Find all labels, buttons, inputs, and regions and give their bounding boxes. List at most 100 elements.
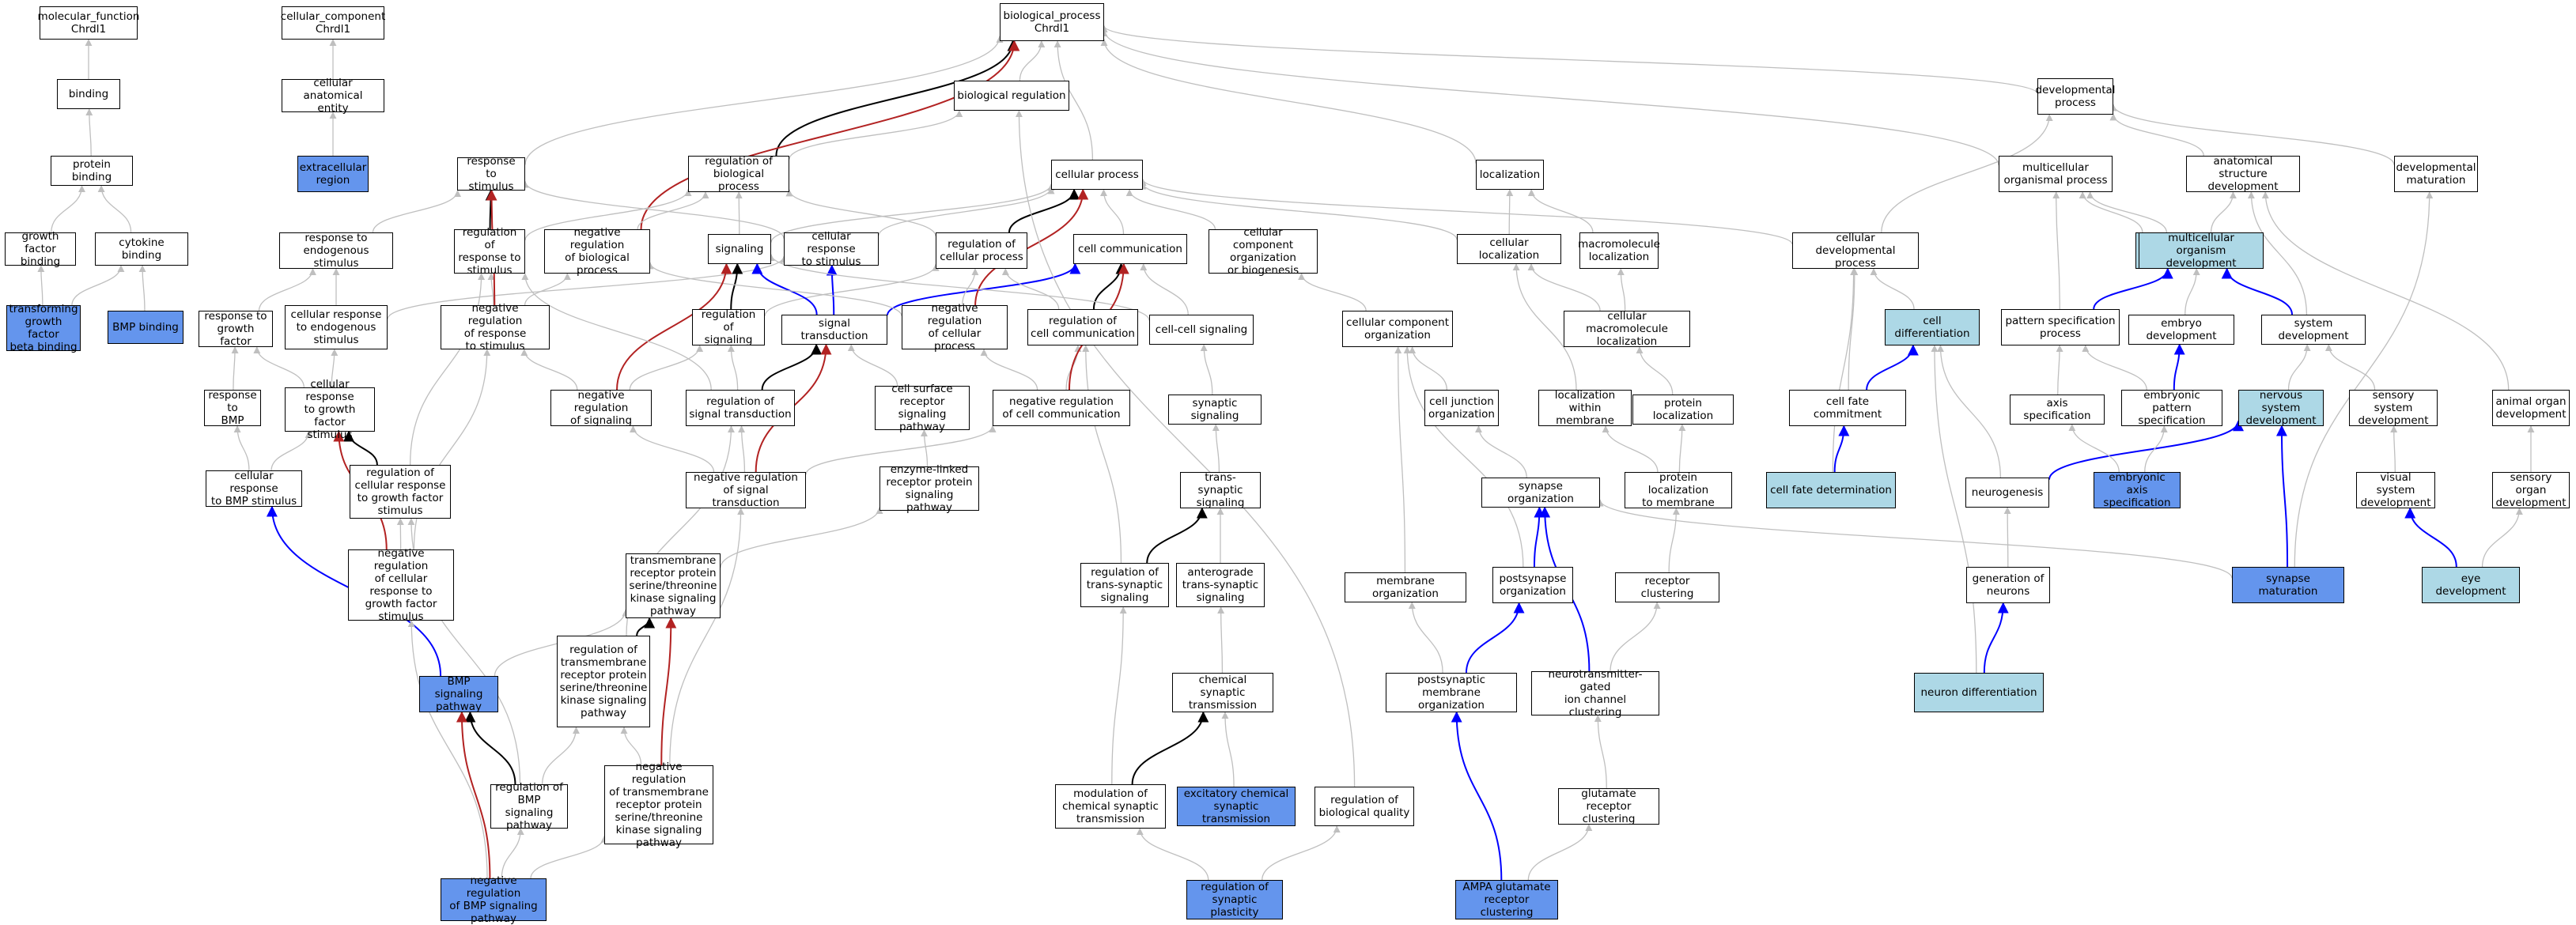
go-term-node: animal organ development (2492, 390, 2570, 426)
go-term-node: regulation of transmembrane receptor pro… (557, 636, 650, 727)
go-term-node: protein localization to membrane (1625, 472, 1732, 508)
go-term-node: synaptic signaling (1168, 395, 1262, 425)
go-term-node: glutamate receptor clustering (1558, 788, 1659, 825)
go-term-node: modulation of chemical synaptic transmis… (1055, 784, 1166, 829)
go-term-node: cell fate determination (1766, 472, 1896, 508)
go-term-node: membrane organization (1345, 572, 1466, 602)
go-term-node: protein binding (51, 156, 133, 186)
go-term-node: regulation of biological quality (1314, 787, 1414, 826)
go-term-node: cellular response to growth factor stimu… (285, 387, 375, 432)
go-term-node: cell communication (1073, 234, 1187, 264)
go-term-node: regulation of signaling (692, 309, 765, 345)
go-term-node: cellular component organization (1342, 311, 1453, 347)
go-term-node: binding (57, 79, 120, 109)
go-term-node: regulation of synaptic plasticity (1186, 880, 1283, 919)
go-term-node: cellular process (1051, 160, 1143, 190)
go-term-node: localization (1476, 160, 1544, 190)
go-term-node: developmental process (2037, 78, 2113, 115)
go-term-node: cellular component organization or bioge… (1209, 229, 1318, 274)
go-term-node: negative regulation of cellular process (902, 305, 1008, 349)
go-term-node: AMPA glutamate receptor clustering (1455, 880, 1558, 919)
go-term-node: embryo development (2128, 315, 2234, 345)
go-term-node: chemical synaptic transmission (1172, 673, 1273, 712)
go-term-node: macromolecule localization (1579, 232, 1659, 269)
go-term-node: regulation of BMP signaling pathway (490, 784, 568, 829)
go-term-node: growth factor binding (5, 232, 76, 266)
go-term-node: biological regulation (954, 81, 1069, 111)
go-term-node: developmental maturation (2394, 156, 2478, 192)
go-term-node: excitatory chemical synaptic transmissio… (1177, 787, 1296, 826)
go-term-node: localization within membrane (1538, 390, 1632, 426)
go-term-node: transmembrane receptor protein serine/th… (626, 553, 721, 618)
go-term-node: embryonic pattern specification (2121, 390, 2222, 426)
go-term-node: multicellular organismal process (1999, 156, 2113, 192)
go-term-node: BMP signaling pathway (419, 676, 498, 712)
go-term-node: neurotransmitter-gated ion channel clust… (1531, 671, 1659, 715)
go-term-node: response to stimulus (457, 157, 525, 191)
go-term-node: negative regulation of cell communicatio… (993, 390, 1130, 426)
go-term-node: cellular macromolecule localization (1564, 311, 1690, 347)
go-term-node: cell differentiation (1885, 309, 1980, 345)
go-term-node: cellular response to BMP stimulus (206, 470, 302, 507)
go-term-node: embryonic axis specification (2094, 472, 2181, 508)
go-term-node: negative regulation of signaling (550, 390, 652, 426)
go-term-node: transforming growth factor beta binding (6, 305, 81, 351)
go-term-node: negative regulation of signal transducti… (686, 472, 806, 508)
go-term-node: sensory organ development (2492, 472, 2570, 508)
go-term-node: molecular_function Chrdl1 (40, 6, 138, 40)
go-term-node: regulation of cellular response to growt… (350, 465, 451, 519)
go-term-node: cell surface receptor signaling pathway (875, 386, 970, 430)
go-term-node: cellular developmental process (1792, 232, 1919, 269)
go-term-node: enzyme-linked receptor protein signaling… (879, 466, 979, 511)
go-term-node: negative regulation of cellular response… (348, 549, 454, 621)
go-term-node: regulation of biological process (688, 156, 789, 192)
go-term-node: negative regulation of response to stimu… (441, 305, 550, 349)
go-term-node: regulation of trans-synaptic signaling (1080, 563, 1169, 607)
go-term-node: nervous system development (2238, 390, 2324, 426)
go-term-node: generation of neurons (1966, 567, 2050, 603)
go-term-node: negative regulation of biological proces… (544, 229, 650, 274)
go-term-node: regulation of signal transduction (686, 390, 795, 426)
go-term-node: sensory system development (2349, 390, 2438, 426)
go-term-node: signal transduction (781, 315, 887, 345)
go-term-node: system development (2261, 315, 2366, 345)
go-term-node: cellular localization (1457, 234, 1561, 264)
go-term-node: anatomical structure development (2186, 156, 2300, 192)
go-term-node: cellular response to stimulus (784, 232, 879, 266)
go-term-node: protein localization (1632, 395, 1734, 425)
go-term-node: response to BMP (204, 390, 261, 426)
go-term-node: synapse maturation (2232, 567, 2344, 603)
go-term-node: cellular_component Chrdl1 (282, 6, 384, 40)
go-term-node: biological_process Chrdl1 (1000, 3, 1104, 41)
go-term-node: trans-synaptic signaling (1180, 472, 1261, 508)
go-term-node: cytokine binding (95, 232, 188, 266)
go-term-node: cell junction organization (1424, 390, 1499, 426)
go-term-node: regulation of response to stimulus (454, 229, 525, 274)
go-term-node: cell fate commitment (1789, 390, 1906, 426)
go-term-node: postsynapse organization (1492, 567, 1573, 603)
go-term-node: negative regulation of BMP signaling pat… (441, 878, 547, 921)
go-term-node: postsynaptic membrane organization (1386, 673, 1517, 712)
go-term-node: neuron differentiation (1914, 673, 2044, 712)
go-term-node: receptor clustering (1615, 572, 1719, 602)
go-term-node: extracellular region (297, 156, 369, 192)
go-term-node: response to growth factor (199, 311, 273, 347)
go-term-node: BMP binding (108, 311, 183, 344)
go-term-node: cell-cell signaling (1149, 315, 1254, 345)
go-term-node: pattern specification process (2001, 309, 2120, 345)
go-term-node: eye development (2422, 567, 2520, 603)
go-term-node: anterograde trans-synaptic signaling (1176, 563, 1265, 607)
go-term-node: regulation of cell communication (1027, 309, 1138, 345)
go-term-node: axis specification (2010, 395, 2105, 425)
go-term-node: negative regulation of transmembrane rec… (604, 765, 713, 844)
go-term-node: response to endogenous stimulus (279, 232, 393, 269)
go-term-node: cellular anatomical entity (282, 79, 384, 112)
go-term-node: multicellular organism development (2139, 232, 2264, 269)
go-term-node: regulation of cellular process (936, 232, 1027, 269)
go-term-node: synapse organization (1481, 478, 1600, 508)
go-term-node: neurogenesis (1965, 478, 2049, 508)
go-term-node: cellular response to endogenous stimulus (285, 305, 388, 349)
go-term-node: signaling (708, 234, 771, 264)
go-term-node: visual system development (2356, 472, 2435, 508)
